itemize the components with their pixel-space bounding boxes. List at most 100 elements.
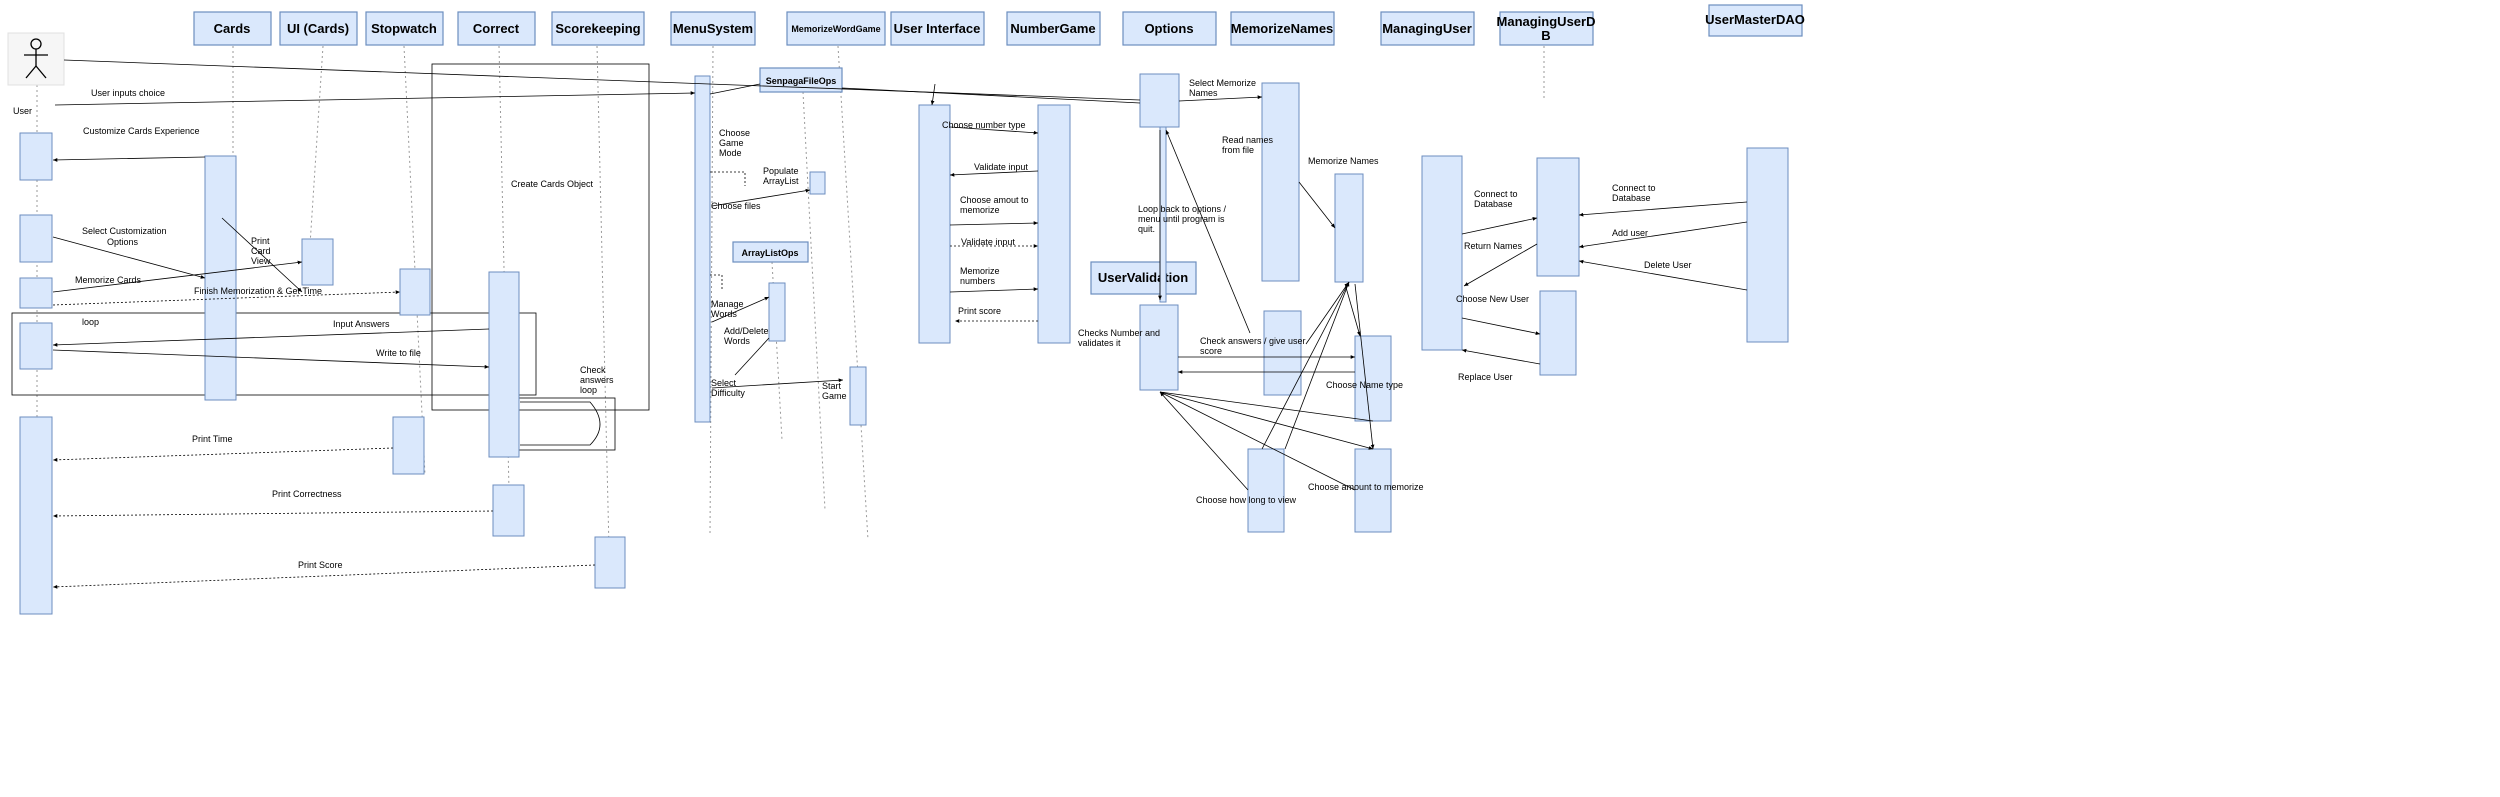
- connect-db-2-arrow: [1578, 201, 1748, 217]
- label-choose-amount-memorize: Choose amount to memorize: [1308, 482, 1424, 492]
- participant-user-interface-label: User Interface: [894, 21, 981, 36]
- lifeline-senpagafileops: [802, 91, 826, 511]
- label-validate-input-2: Validate input: [961, 237, 1015, 247]
- label-loop-back-1: Loop back to options /: [1138, 204, 1227, 214]
- participant-stopwatch-label: Stopwatch: [371, 21, 437, 36]
- label-choose-amount-2: memorize: [960, 205, 1000, 215]
- participant-uservalidation[interactable]: UserValidation: [1090, 261, 1197, 295]
- numbergame-activation: [1037, 104, 1071, 344]
- memorize-numbers-arrow: [949, 287, 1039, 293]
- ui-entry-arrow: [930, 83, 936, 106]
- label-populate-arraylist-1: Populate: [763, 166, 799, 176]
- user-actor[interactable]: User: [7, 32, 65, 116]
- label-choose-game-mode-3: Mode: [719, 148, 742, 158]
- label-print-score-numbergame: Print score: [958, 306, 1001, 316]
- label-start-game-1: Start: [822, 381, 842, 391]
- customize-cards-arrow: [52, 156, 206, 162]
- check-answers-self-loop: [520, 401, 601, 446]
- start-game-arrow: [711, 378, 844, 389]
- add-user-arrow: [1578, 221, 1748, 249]
- choose-new-user-arrow: [1461, 317, 1541, 336]
- participant-managinguserdb[interactable]: ManagingUserD B: [1497, 11, 1596, 46]
- lifeline-menusystem: [709, 45, 714, 536]
- memorizenames-activation: [1263, 310, 1302, 396]
- participant-memorizenames[interactable]: MemorizeNames: [1230, 11, 1335, 46]
- menusystem-to-senpaga-line: [709, 83, 761, 95]
- message-labels: User inputs choice Customize Cards Exper…: [75, 78, 1692, 570]
- participant-ui-cards[interactable]: UI (Cards): [279, 11, 358, 46]
- manage-words-arrow: [711, 296, 770, 323]
- input-answers-arrow: [52, 328, 490, 347]
- participant-correct[interactable]: Correct: [457, 11, 536, 46]
- lifeline-stopwatch: [403, 45, 426, 476]
- arraylistops-activation: [768, 282, 786, 342]
- label-checks-number-2: validates it: [1078, 338, 1121, 348]
- label-memorize-numbers-1: Memorize: [960, 266, 1000, 276]
- loop-back-diagonal-arrow: [1165, 129, 1251, 334]
- how-long-up-arrow: [1284, 281, 1350, 450]
- finish-memorization-arrow: [52, 290, 401, 306]
- stopwatch-activation: [392, 416, 425, 475]
- label-checks-number-1: Checks Number and: [1078, 328, 1160, 338]
- uservalidation-to-name-type-line: [1159, 391, 1374, 422]
- message-arrows: [52, 59, 1748, 589]
- select-customization-arrow: [52, 236, 206, 279]
- options-activation: [1139, 73, 1180, 128]
- memorizenames-sub-activation: [1247, 448, 1285, 533]
- choose-number-type-arrow: [949, 126, 1039, 135]
- label-choose-game-mode-1: Choose: [719, 128, 750, 138]
- user-activation: [19, 214, 53, 263]
- label-loop-back-3: quit.: [1138, 224, 1155, 234]
- label-manage-words-1: Manage: [711, 299, 744, 309]
- label-print-score: Print Score: [298, 560, 343, 570]
- label-connect-db-2b: Database: [1612, 193, 1651, 203]
- participant-arraylistops[interactable]: ArrayListOps: [732, 241, 809, 263]
- participant-menusystem[interactable]: MenuSystem: [670, 11, 756, 46]
- label-choose-game-mode-2: Game: [719, 138, 744, 148]
- label-read-names-1: Read names: [1222, 135, 1274, 145]
- participant-memorizewordgame-label: MemorizeWordGame: [791, 24, 880, 34]
- participant-cards[interactable]: Cards: [193, 11, 272, 46]
- participant-memorizewordgame[interactable]: MemorizeWordGame: [786, 11, 886, 46]
- label-manage-words-2: Words: [711, 309, 737, 319]
- lifeline-ui-cards: [309, 45, 324, 246]
- participant-scorekeeping[interactable]: Scorekeeping: [551, 11, 645, 46]
- participant-managinguser[interactable]: ManagingUser: [1380, 11, 1475, 46]
- label-print-correctness: Print Correctness: [272, 489, 342, 499]
- choose-name-type-arrow: [1344, 283, 1361, 337]
- memorizewordgame-activation: [849, 366, 867, 426]
- label-connect-db-1b: Database: [1474, 199, 1513, 209]
- usermasterdao-activation: [1746, 147, 1789, 343]
- participant-menusystem-label: MenuSystem: [673, 21, 753, 36]
- write-to-file-arrow: [52, 349, 490, 369]
- stopwatch-activation: [399, 268, 431, 316]
- memorizenames-activation: [1261, 82, 1300, 282]
- scorekeeping-activation: [594, 536, 626, 589]
- participant-stopwatch[interactable]: Stopwatch: [365, 11, 444, 46]
- participant-options[interactable]: Options: [1122, 11, 1217, 46]
- user-activation: [19, 132, 53, 181]
- memorize-names-arrow: [1298, 181, 1336, 229]
- return-names-arrow: [1463, 243, 1538, 287]
- label-connect-db-1a: Connect to: [1474, 189, 1518, 199]
- label-check-answers-give-2: score: [1200, 346, 1222, 356]
- label-choose-files: Choose files: [711, 201, 761, 211]
- participant-usermasterdao[interactable]: UserMasterDAO: [1705, 4, 1805, 37]
- correct-activation: [488, 271, 520, 458]
- print-card-view-arrow: [221, 217, 303, 293]
- label-select-memorize-names-1: Select Memorize: [1189, 78, 1256, 88]
- participant-options-label: Options: [1144, 21, 1193, 36]
- participant-senpagafileops[interactable]: SenpagaFileOps: [759, 67, 843, 93]
- label-check-answers-give-1: Check answers / give user: [1200, 336, 1306, 346]
- label-select-memorize-names-2: Names: [1189, 88, 1218, 98]
- participant-headers: Cards UI (Cards) Stopwatch Correct Score…: [193, 4, 1805, 295]
- label-choose-new-user: Choose New User: [1456, 294, 1529, 304]
- participant-numbergame[interactable]: NumberGame: [1006, 11, 1101, 46]
- label-validate-input-1: Validate input: [974, 162, 1028, 172]
- participant-numbergame-label: NumberGame: [1010, 21, 1095, 36]
- uservalidation-activation: [1139, 304, 1179, 391]
- participant-user-interface[interactable]: User Interface: [890, 11, 985, 46]
- populate-arraylist-arrow: [711, 188, 811, 207]
- uservalidation-to-amount-arrow: [1159, 391, 1374, 450]
